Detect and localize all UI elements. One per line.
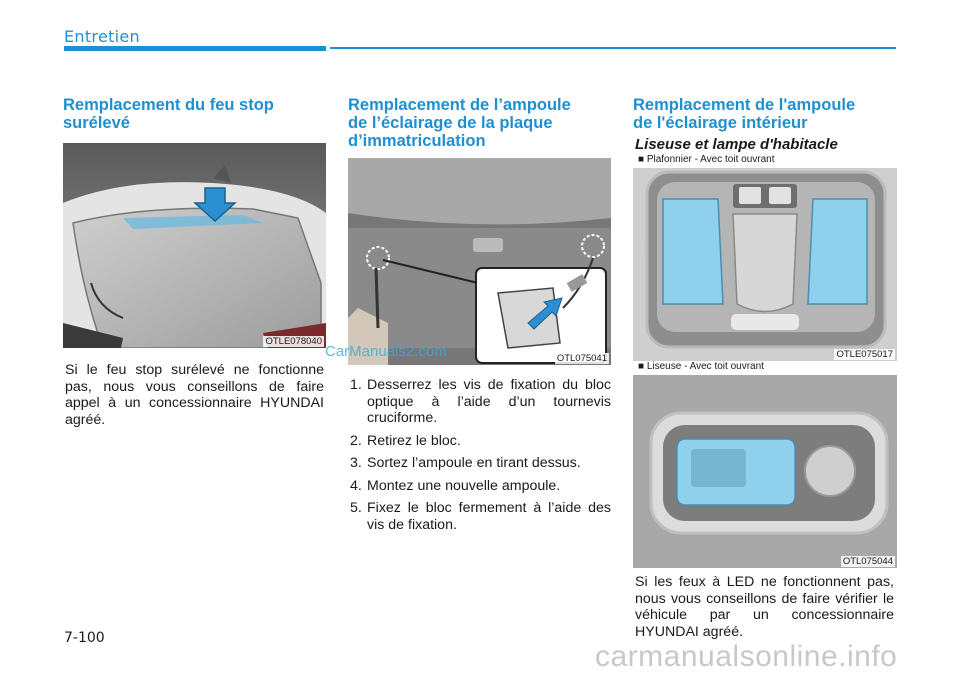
section-label: Entretien [64, 27, 140, 46]
header-rule-thin [330, 47, 896, 49]
rear-hatch-illustration [63, 143, 326, 348]
stop-lamp-paragraph: Si le feu stop surélevé ne fonctionne pa… [65, 362, 324, 428]
overhead-console-illustration [633, 154, 897, 361]
step-item: 1.Desserrez les vis de fixation du bloc … [350, 377, 611, 426]
page-number: 7-100 [64, 630, 105, 646]
section-title-license-lamp: Remplacement de l’ampoule de l’éclairage… [348, 96, 611, 150]
step-item: 2.Retirez le bloc. [350, 432, 461, 449]
reading-lamp-figure: ■ Liseuse - Avec toit ouvrant OTL075044 [633, 361, 897, 568]
header-rule-thick [64, 46, 326, 51]
arrow-icon [527, 297, 563, 330]
subsection-title: Liseuse et lampe d'habitacle [635, 136, 838, 153]
section-title-interior-lamp: Remplacement de l'ampoule de l'éclairage… [633, 96, 897, 132]
watermark-overlay: CarManuals2.com [325, 343, 447, 360]
reading-lamp-illustration [633, 361, 897, 568]
interior-lamp-paragraph: Si les feux à LED ne fonctionnent pas, n… [635, 574, 894, 640]
figure-code: OTLE078040 [263, 336, 324, 347]
figure-caption: ■ Liseuse - Avec toit ouvrant [638, 361, 764, 372]
step-item: 4.Montez une nouvelle ampoule. [350, 477, 561, 494]
overhead-console-figure: ■ Plafonnier - Avec toit ouvrant OTLE075… [633, 154, 897, 361]
section-title-stop-lamp: Remplacement du feu stop surélevé [63, 96, 326, 132]
instruction-steps: 1.Desserrez les vis de fixation du bloc … [350, 377, 611, 539]
title-line-2: surélevé [63, 114, 130, 132]
license-lamp-figure: OTL075041 [348, 158, 611, 365]
figure-code: OTLE075017 [834, 349, 895, 360]
step-item: 3.Sortez l’ampoule en tirant dessus. [350, 455, 581, 471]
title-line-2: de l’éclairage de la plaque [348, 114, 553, 132]
step-item: 5.Fixez le bloc fermement à l’aide des v… [350, 500, 611, 533]
title-line-3: d’immatriculation [348, 132, 486, 150]
down-arrow-icon [193, 187, 237, 223]
title-line-1: Remplacement du feu stop [63, 96, 274, 114]
title-line-1: Remplacement de l’ampoule [348, 96, 571, 114]
rear-hatch-figure: OTLE078040 [63, 143, 326, 348]
license-lamp-illustration [348, 158, 611, 365]
title-line-2: de l'éclairage intérieur [633, 114, 808, 132]
watermark-site: carmanualsonline.info [595, 640, 898, 673]
figure-caption: ■ Plafonnier - Avec toit ouvrant [638, 154, 775, 165]
figure-code: OTL075044 [840, 556, 895, 567]
title-line-1: Remplacement de l'ampoule [633, 96, 856, 114]
figure-code: OTL075041 [554, 353, 609, 364]
